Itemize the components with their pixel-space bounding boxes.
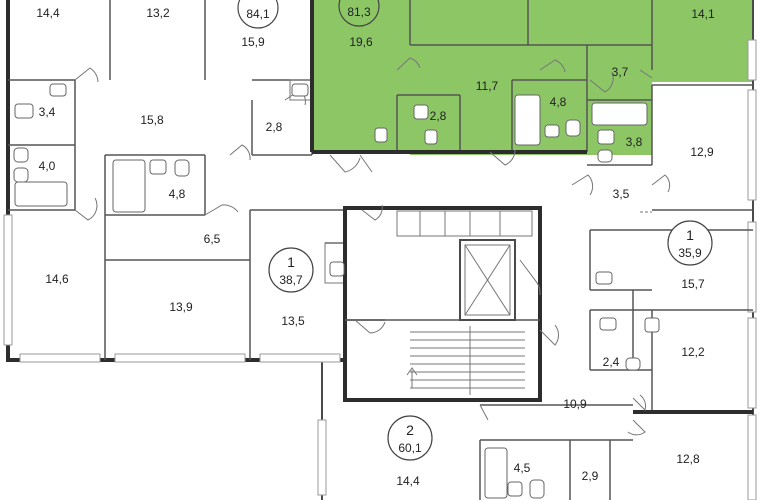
room-area: 4,5 — [514, 461, 531, 475]
room-area: 12,8 — [676, 452, 700, 466]
sink-icon — [14, 103, 34, 119]
apartment-badge-bottom[interactable]: 2 60,1 — [387, 415, 433, 461]
apartment-badge-selected[interactable]: 81,3 — [338, 0, 380, 27]
apartment-badge-top-left[interactable]: 84,1 — [237, 0, 279, 29]
room-area: 13,9 — [169, 300, 193, 314]
sink-icon — [597, 129, 615, 145]
room-area: 3,7 — [612, 65, 629, 79]
sink-icon — [544, 124, 560, 138]
bathtub-icon — [14, 181, 68, 207]
door-swings — [74, 57, 671, 436]
room-area: 13,5 — [281, 314, 305, 328]
room-area: 12,9 — [690, 145, 714, 159]
toilet-icon — [625, 357, 641, 371]
room-area: 15,7 — [681, 277, 705, 291]
sink-icon — [49, 83, 67, 97]
apartment-total-area: 60,1 — [398, 441, 422, 455]
apartment-total-area: 84,1 — [246, 7, 270, 21]
room-area: 2,8 — [266, 120, 283, 134]
selected-apt-fill-right — [587, 45, 753, 82]
sink-icon — [291, 83, 309, 97]
room-area: 4,8 — [550, 95, 567, 109]
sink-icon — [507, 481, 523, 497]
room-area: 10,9 — [563, 397, 587, 411]
sink-icon — [599, 317, 617, 331]
room-area: 12,2 — [681, 345, 705, 359]
interior-walls — [8, 0, 753, 500]
room-area: 19,6 — [349, 35, 373, 49]
apartment-room-count: 2 — [406, 422, 414, 438]
room-area: 14,4 — [396, 474, 420, 488]
toilet-icon — [13, 147, 29, 163]
apartment-badge-mid-left[interactable]: 1 38,7 — [268, 247, 314, 293]
apartment-room-count: 1 — [287, 254, 295, 270]
apartment-total-area: 38,7 — [279, 273, 303, 287]
room-area: 3,4 — [39, 105, 56, 119]
room-area: 4,8 — [169, 187, 186, 201]
toilet-icon — [565, 119, 581, 137]
sink-icon — [413, 104, 429, 120]
stair-arrow-icon — [406, 367, 418, 388]
apartment-total-area: 35,9 — [678, 246, 702, 260]
room-area: 15,9 — [241, 35, 265, 49]
toilet-icon — [529, 479, 545, 499]
room-area: 11,7 — [476, 79, 499, 93]
room-area: 2,4 — [603, 355, 620, 369]
toilet-icon — [597, 149, 613, 163]
room-area: 13,2 — [146, 6, 170, 20]
room-area: 14,6 — [45, 272, 69, 286]
room-area: 15,8 — [140, 113, 164, 127]
sink-icon — [644, 317, 660, 333]
room-area: 2,9 — [582, 469, 599, 483]
room-area: 2,8 — [430, 109, 447, 123]
room-area: 14,1 — [691, 7, 715, 21]
windows — [3, 39, 757, 500]
apartment-room-count: 1 — [686, 227, 694, 243]
toilet-icon — [174, 159, 190, 177]
bathtub-icon — [484, 447, 508, 499]
room-area: 6,5 — [204, 232, 221, 246]
room-area: 4,0 — [39, 159, 56, 173]
sink-icon — [329, 261, 345, 277]
sink-icon — [595, 271, 613, 285]
bathroom-fixtures — [13, 83, 660, 499]
room-area: 3,8 — [626, 135, 643, 149]
bathtub-icon — [514, 94, 541, 146]
room-area: 3,5 — [613, 187, 630, 201]
bathtub-icon — [112, 159, 146, 213]
bathtub-icon — [591, 102, 648, 126]
sink-icon — [149, 159, 167, 175]
stair-steps — [410, 326, 525, 395]
apartment-badge-right[interactable]: 1 35,9 — [667, 220, 713, 266]
toilet-icon — [424, 129, 438, 145]
toilet-icon — [13, 167, 29, 183]
apartment-total-area: 81,3 — [347, 5, 371, 19]
room-area-labels: 14,4 13,2 15,9 19,6 14,1 11,7 3,7 3,4 15… — [36, 6, 715, 488]
room-area: 14,4 — [36, 6, 60, 20]
toilet-icon — [374, 127, 388, 143]
